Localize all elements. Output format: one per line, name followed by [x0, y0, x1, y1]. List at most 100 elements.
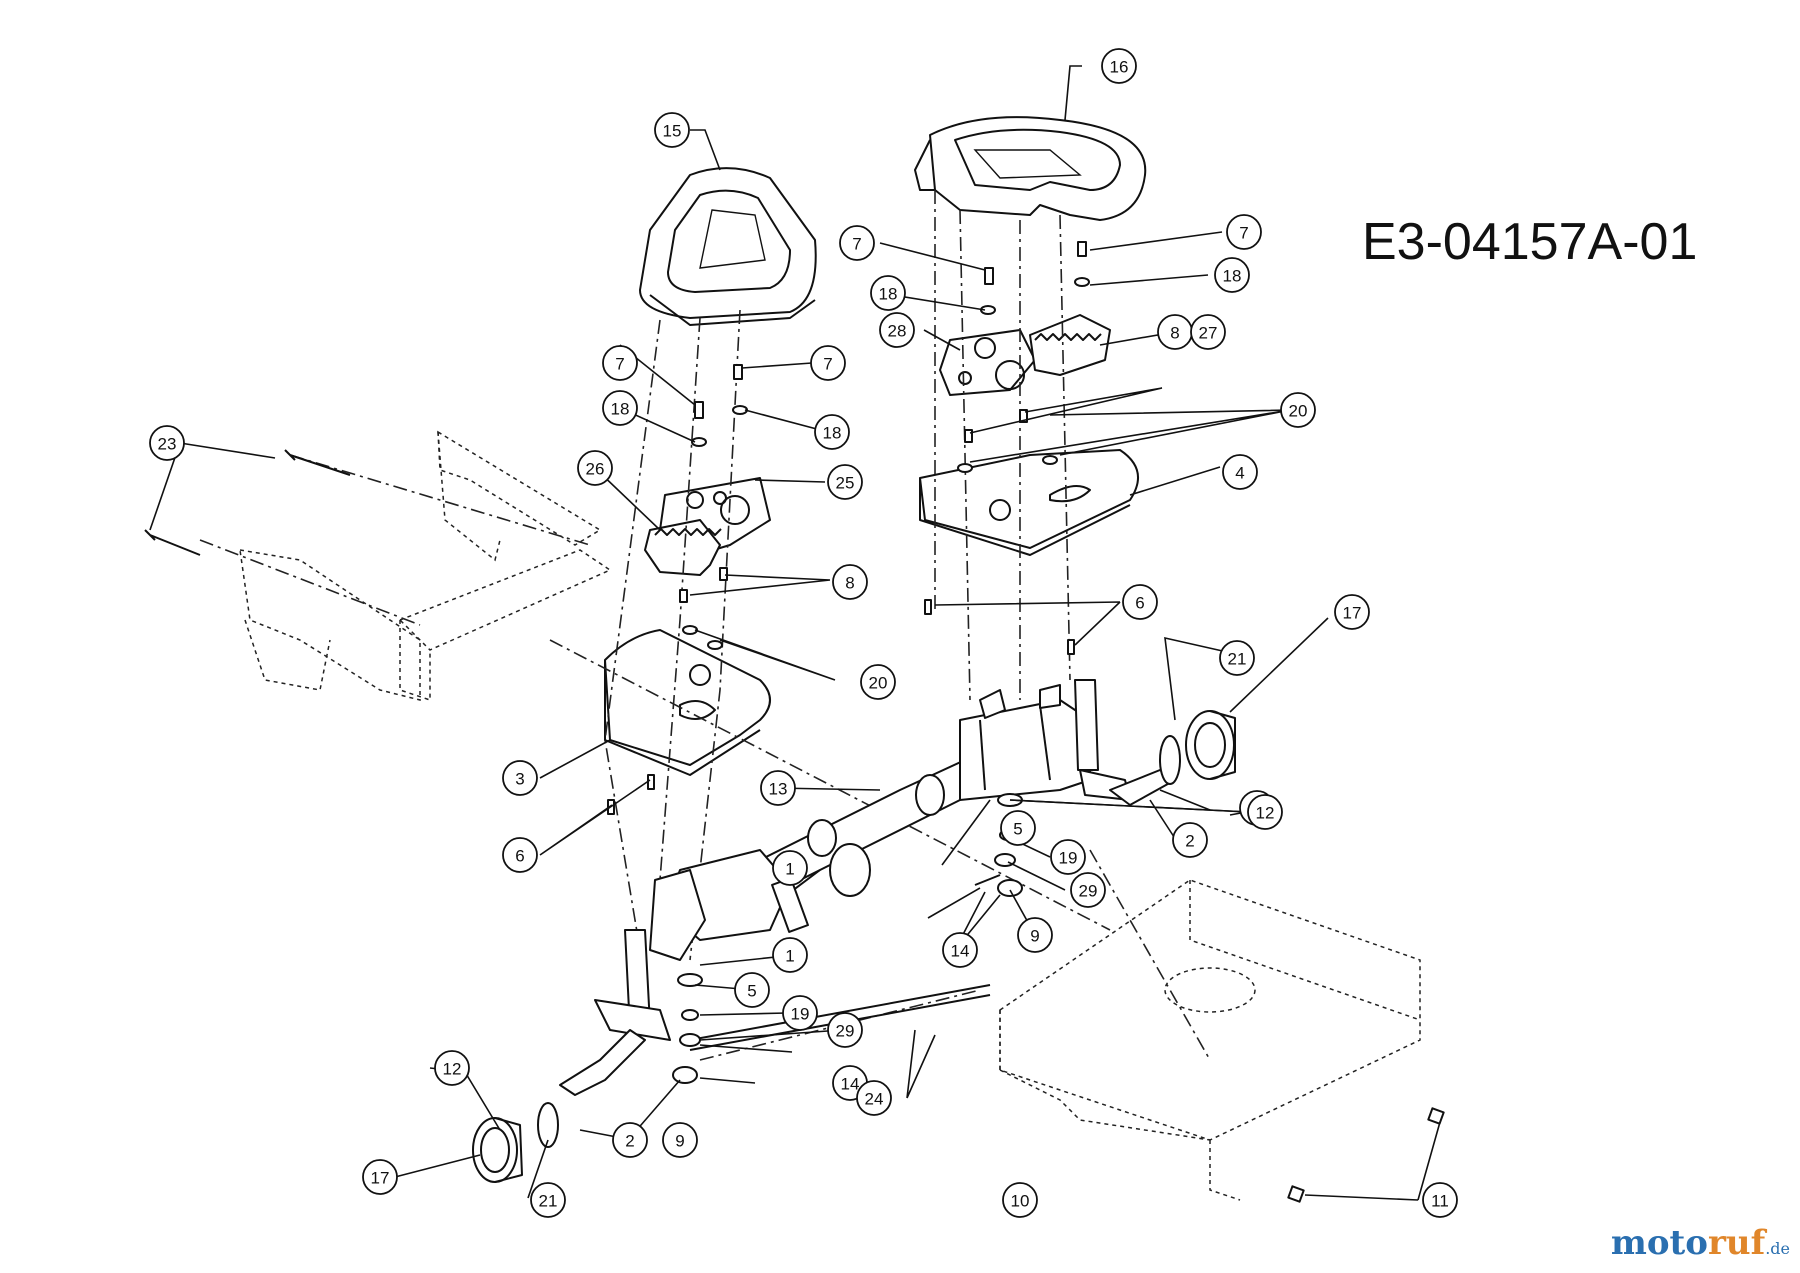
- callout-number: 19: [791, 1005, 810, 1024]
- frame-left-dashed: [239, 430, 612, 702]
- callout-9: 9: [662, 1122, 698, 1158]
- callout-number: 12: [1256, 804, 1275, 823]
- callout-circle: [1422, 1182, 1458, 1218]
- callout-17: 17: [362, 1159, 398, 1195]
- callout-circle: [612, 1122, 648, 1158]
- callout-29: 29: [827, 1012, 863, 1048]
- mounting-plate-4: [919, 449, 1139, 556]
- callout-number: 6: [515, 847, 524, 866]
- callout-number: 12: [443, 1060, 462, 1079]
- callout-circle: [502, 837, 538, 873]
- callout-12: 12: [1247, 794, 1283, 830]
- callout-circle: [577, 450, 613, 486]
- callout-circle: [839, 225, 875, 261]
- callout-circle: [1101, 48, 1137, 84]
- hub-17-right: [1185, 710, 1236, 780]
- callout-number: 14: [841, 1075, 860, 1094]
- callout-circle: [879, 312, 915, 348]
- callout-number: 16: [1110, 58, 1129, 77]
- callout-circle: [1172, 822, 1208, 858]
- callout-circle: [362, 1159, 398, 1195]
- callout-25: 25: [827, 464, 863, 500]
- callout-20: 20: [1280, 392, 1316, 428]
- callout-circle: [1334, 594, 1370, 630]
- callout-number: 18: [879, 285, 898, 304]
- callout-circle: [1280, 392, 1316, 428]
- callout-number: 18: [823, 424, 842, 443]
- callout-circle: [734, 972, 770, 1008]
- callout-3: 3: [502, 760, 538, 796]
- callout-circle: [860, 664, 896, 700]
- callout-circle: [1050, 839, 1086, 875]
- callout-number: 8: [1170, 324, 1179, 343]
- callout-circle: [1070, 872, 1106, 908]
- callout-number: 1: [785, 860, 794, 879]
- callout-number: 20: [1289, 402, 1308, 421]
- callout-number: 9: [675, 1132, 684, 1151]
- callout-number: 14: [951, 942, 970, 961]
- callout-18: 18: [870, 275, 906, 311]
- callout-number: 15: [663, 122, 682, 141]
- callout-number: 7: [823, 355, 832, 374]
- callout-27: 27: [1190, 314, 1226, 350]
- seat-cushion-16: [914, 116, 1147, 221]
- callout-circle: [942, 932, 978, 968]
- callout-number: 13: [769, 780, 788, 799]
- callout-12: 12: [434, 1050, 470, 1086]
- callout-29: 29: [1070, 872, 1106, 908]
- callout-10: 10: [1002, 1182, 1038, 1218]
- callout-circle: [760, 770, 796, 806]
- callout-23: 23: [149, 425, 185, 461]
- callout-circle: [1247, 794, 1283, 830]
- callout-18: 18: [814, 414, 850, 450]
- front-axle-13: [664, 699, 1091, 941]
- callout-number: 18: [611, 400, 630, 419]
- callout-number: 27: [1199, 324, 1218, 343]
- callout-5: 5: [734, 972, 770, 1008]
- callout-circle: [502, 760, 538, 796]
- callout-5: 5: [1000, 810, 1036, 846]
- callout-number: 11: [1431, 1192, 1449, 1211]
- watermark-part1: moto: [1610, 1223, 1708, 1263]
- tie-rod-24: [689, 984, 991, 1041]
- drawing-code: E3-04157A-01: [1362, 213, 1698, 271]
- watermark-part2: ruf: [1707, 1223, 1766, 1263]
- callout-number: 25: [836, 474, 855, 493]
- callout-number: 9: [1030, 927, 1039, 946]
- pin-23-b: [144, 529, 201, 556]
- callout-8: 8: [1157, 314, 1193, 350]
- callout-number: 1: [785, 947, 794, 966]
- callout-number: 2: [625, 1132, 634, 1151]
- callout-circle: [1190, 314, 1226, 350]
- bearing-21-right: [1159, 735, 1181, 785]
- callout-8: 8: [832, 564, 868, 600]
- callout-21: 21: [1219, 640, 1255, 676]
- callout-7: 7: [1226, 214, 1262, 250]
- callout-20: 20: [860, 664, 896, 700]
- callout-number: 28: [888, 322, 907, 341]
- callout-number: 3: [515, 770, 524, 789]
- callout-number: 19: [1059, 849, 1078, 868]
- callout-19: 19: [1050, 839, 1086, 875]
- callout-number: 7: [615, 355, 624, 374]
- callout-21: 21: [530, 1182, 566, 1218]
- tie-rod-24-b: [689, 994, 991, 1051]
- mounting-plate-3: [604, 629, 771, 776]
- callout-number: 29: [836, 1022, 855, 1041]
- callout-circle: [856, 1080, 892, 1116]
- callout-9: 9: [1017, 917, 1053, 953]
- callout-circle: [814, 414, 850, 450]
- callout-4: 4: [1222, 454, 1258, 490]
- callout-circle: [827, 1012, 863, 1048]
- callout-19: 19: [782, 995, 818, 1031]
- callout-circle: [1226, 214, 1262, 250]
- callout-13: 13: [760, 770, 796, 806]
- callout-number: 18: [1223, 267, 1242, 286]
- callout-number: 23: [158, 435, 177, 454]
- callout-15: 15: [654, 112, 690, 148]
- callout-number: 5: [1013, 820, 1022, 839]
- bearing-21-left: [537, 1102, 559, 1148]
- callout-2: 2: [612, 1122, 648, 1158]
- callout-28: 28: [879, 312, 915, 348]
